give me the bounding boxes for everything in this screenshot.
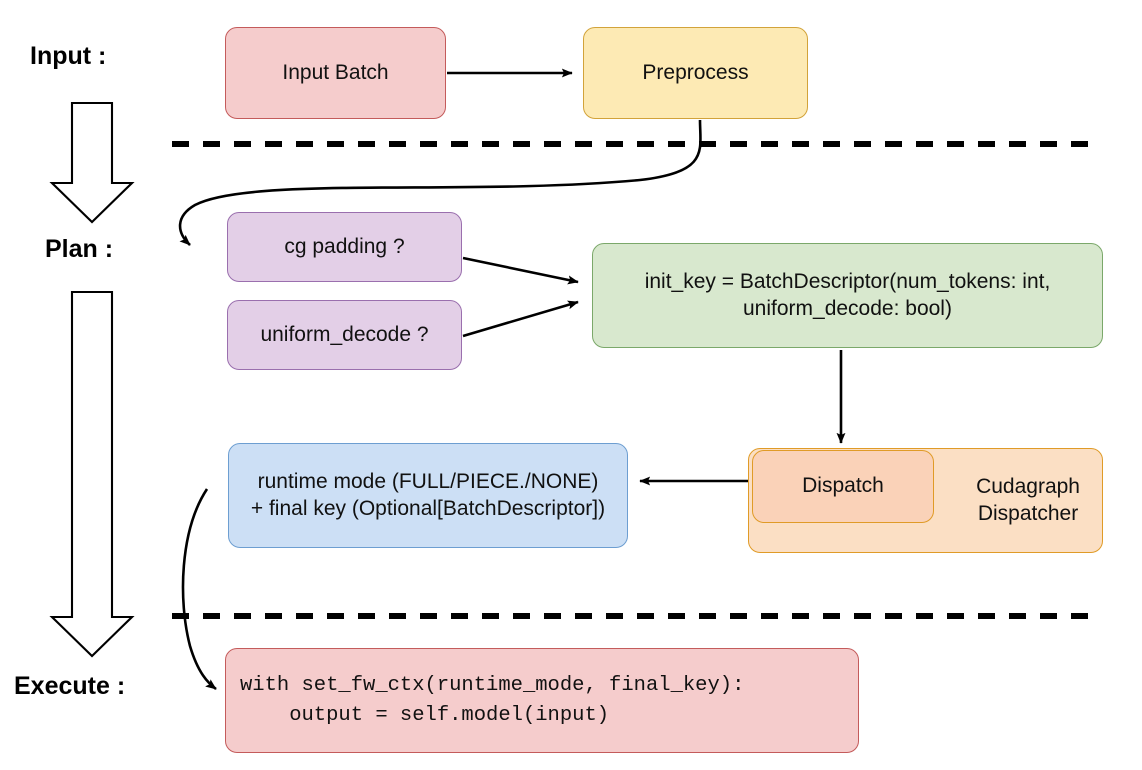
- node-cg-padding-label: cg padding ?: [284, 234, 405, 258]
- node-preprocess-label: Preprocess: [642, 60, 749, 84]
- edge-cg-padding-to-init-key: [462, 256, 579, 285]
- node-init-key-label: init_key = BatchDescriptor(num_tokens: i…: [644, 269, 1051, 320]
- node-cg-padding[interactable]: cg padding ?: [227, 212, 462, 282]
- node-uniform-decode[interactable]: uniform_decode ?: [227, 300, 462, 370]
- node-execute-code[interactable]: with set_fw_ctx(runtime_mode, final_key)…: [225, 648, 859, 753]
- node-preprocess[interactable]: Preprocess: [583, 27, 808, 119]
- node-dispatch-label: Dispatch: [802, 474, 884, 498]
- stage-arrow-plan-to-execute: [49, 290, 135, 658]
- node-execute-code-label: with set_fw_ctx(runtime_mode, final_key)…: [240, 673, 745, 727]
- edge-runtime-mode-to-execute-code: [181, 488, 217, 691]
- node-cudagraph-dispatcher-label: Cudagraph Dispatcher: [976, 474, 1080, 525]
- node-input-batch-label: Input Batch: [282, 60, 389, 84]
- node-uniform-decode-label: uniform_decode ?: [260, 322, 429, 346]
- node-runtime-mode[interactable]: runtime mode (FULL/PIECE./NONE) + final …: [228, 443, 628, 548]
- node-input-batch[interactable]: Input Batch: [225, 27, 446, 119]
- stage-label-plan: Plan :: [45, 235, 114, 263]
- node-dispatch[interactable]: Dispatch: [752, 450, 934, 523]
- edge-uniform-decode-to-init-key: [462, 300, 579, 338]
- node-init-key[interactable]: init_key = BatchDescriptor(num_tokens: i…: [592, 243, 1103, 348]
- stage-label-input: Input :: [30, 42, 107, 70]
- stage-label-execute: Execute :: [14, 672, 126, 700]
- node-runtime-mode-label: runtime mode (FULL/PIECE./NONE) + final …: [250, 469, 606, 520]
- stage-arrow-input-to-plan: [49, 101, 135, 224]
